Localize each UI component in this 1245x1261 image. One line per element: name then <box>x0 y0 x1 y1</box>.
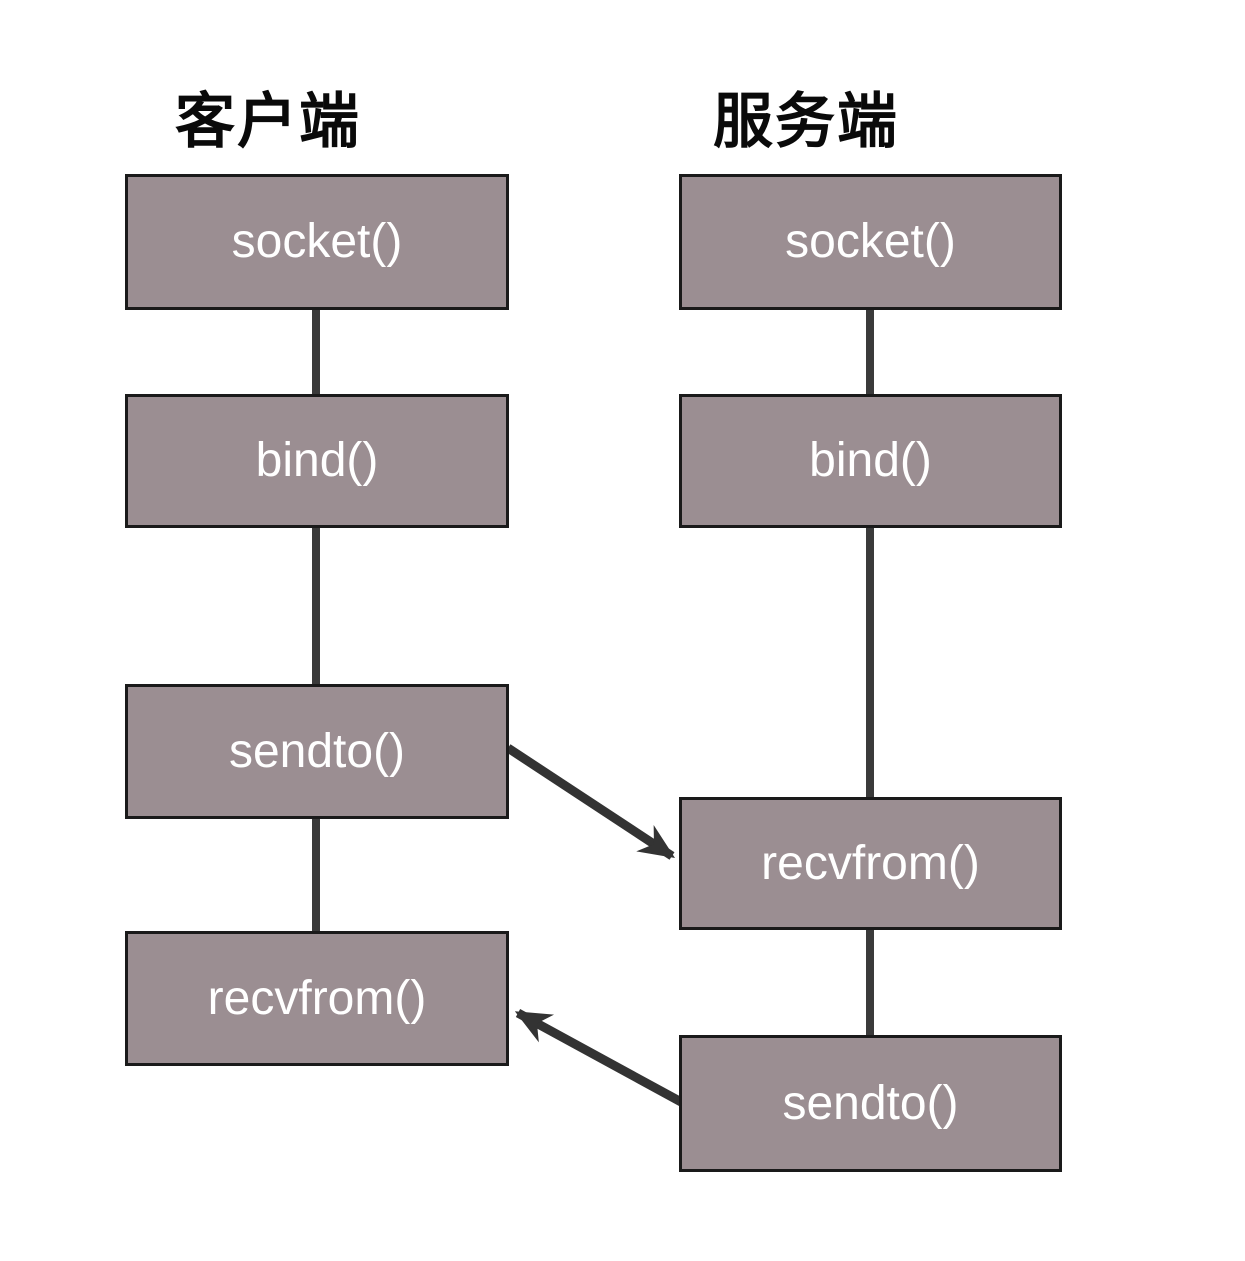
client-sendto-label: sendto() <box>228 724 406 778</box>
server-column-title: 服务端 <box>713 88 899 155</box>
server-sendto-box: sendto() <box>679 1035 1062 1172</box>
arrow-client-sendto-to-server-recvfrom <box>505 744 676 860</box>
client-column-title: 客户端 <box>175 88 361 155</box>
server-recvfrom-label: recvfrom() <box>761 836 980 890</box>
server-socket-box: socket() <box>679 174 1062 310</box>
client-sendto-box: sendto() <box>125 684 509 819</box>
client-socket-label: socket() <box>231 215 403 268</box>
client-socket-box: socket() <box>125 174 509 310</box>
server-bind-box: bind() <box>679 394 1062 528</box>
server-bind-label: bind() <box>809 434 932 487</box>
client-recvfrom-label: recvfrom() <box>207 971 427 1025</box>
client-recvfrom-box: recvfrom() <box>125 931 509 1066</box>
client-bind-label: bind() <box>255 434 379 487</box>
arrow-server-sendto-to-client-recvfrom <box>514 1009 686 1107</box>
server-recvfrom-box: recvfrom() <box>679 797 1062 930</box>
server-sendto-label: sendto() <box>782 1076 959 1130</box>
server-socket-label: socket() <box>785 215 956 268</box>
client-bind-box: bind() <box>125 394 509 528</box>
